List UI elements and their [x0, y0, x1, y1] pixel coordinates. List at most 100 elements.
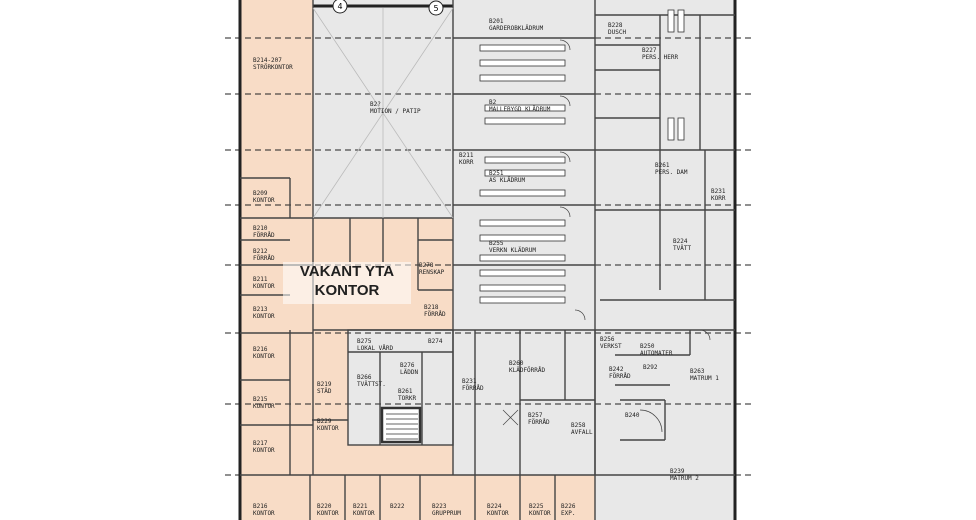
room-id: B266: [357, 374, 372, 381]
room-name: KLÄDFÖRRÅD: [509, 367, 546, 374]
room-name: KONTOR: [317, 425, 339, 432]
room-id: B260: [509, 360, 524, 367]
stair: [380, 406, 422, 444]
room-id: B256: [600, 336, 615, 343]
room-id: B211: [253, 276, 268, 283]
room-name: EXP.: [561, 510, 576, 517]
room-id: B217: [253, 440, 268, 447]
room-id: B209: [253, 190, 268, 197]
room-id: B219: [317, 381, 332, 388]
room-id: B231: [462, 378, 477, 385]
room-name: MATRUM 2: [670, 475, 699, 482]
room-id: B220: [317, 503, 332, 510]
room-name: KONTOR: [253, 283, 275, 290]
interior-walls: [240, 0, 735, 520]
room-id: B257: [528, 412, 543, 419]
room-name: KONTOR: [353, 510, 375, 517]
room-name: PERS. DAM: [655, 169, 688, 176]
room-name: KONTOR: [253, 403, 275, 410]
room-name: FÖRRÅD: [462, 385, 484, 392]
room-name: AS KLÄDRUM: [489, 177, 526, 184]
room-id: B201: [489, 18, 504, 25]
room-name: KONTOR: [529, 510, 551, 517]
room-id: B292: [643, 364, 658, 371]
room-label: B240: [625, 412, 639, 419]
room-id: B216: [253, 346, 268, 353]
room-name: STÄD: [317, 388, 332, 395]
room-name: GARDEROBKLÄDRUM: [489, 25, 544, 32]
room-name: VERKN KLÄDRUM: [489, 247, 536, 254]
room-name: KONTOR: [253, 197, 275, 204]
room-id: B210: [253, 225, 268, 232]
room-id: B222: [390, 503, 405, 510]
room-id: B239: [670, 468, 685, 475]
room-id: B275: [357, 338, 372, 345]
room-label: B292: [643, 364, 657, 371]
room-name: TORKR: [398, 395, 417, 402]
room-id: B225: [529, 503, 544, 510]
room-name: FÖRRÅD: [253, 232, 275, 239]
room-name: KONTOR: [253, 353, 275, 360]
vacant-callout-line2: KONTOR: [314, 282, 380, 299]
room-name: VERKST: [600, 343, 622, 350]
room-name: KONTOR: [253, 313, 275, 320]
room-id: B2?: [370, 101, 381, 108]
room-id: B276: [400, 362, 415, 369]
room-name: LÄDDN: [400, 369, 419, 376]
room-id: B229: [317, 418, 332, 425]
room-id: B221: [353, 503, 368, 510]
vacant-zone: [240, 0, 595, 520]
svg-text:5: 5: [433, 4, 438, 13]
room-label: B274: [428, 338, 442, 345]
room-id: B215: [253, 396, 268, 403]
room-id: B255: [489, 240, 504, 247]
room-name: AVFALL: [571, 429, 593, 436]
room-name: MOTION / PATIP: [370, 108, 421, 115]
room-id: B263: [690, 368, 705, 375]
room-id: B251: [489, 170, 504, 177]
room-id: B242: [609, 366, 624, 373]
room-label: B222: [390, 503, 404, 510]
room-id: B211: [459, 152, 474, 159]
room-name: KONTOR: [253, 510, 275, 517]
room-name: FÖRRÅD: [609, 373, 631, 380]
room-label: B2?MOTION / PATIP: [370, 101, 421, 115]
room-name: AUTOMATER: [640, 350, 673, 357]
room-id: B214-207: [253, 57, 282, 64]
room-name: TVÄTTST.: [357, 381, 386, 388]
vacant-callout-line1: VAKANT YTA: [299, 263, 395, 280]
room-id: B227: [642, 47, 657, 54]
room-name: KORR: [711, 195, 726, 202]
room-id: B226: [561, 503, 576, 510]
room-id: B278: [419, 262, 434, 269]
room-id: B224: [673, 238, 688, 245]
room-name: FÖRRÅD: [528, 419, 550, 426]
